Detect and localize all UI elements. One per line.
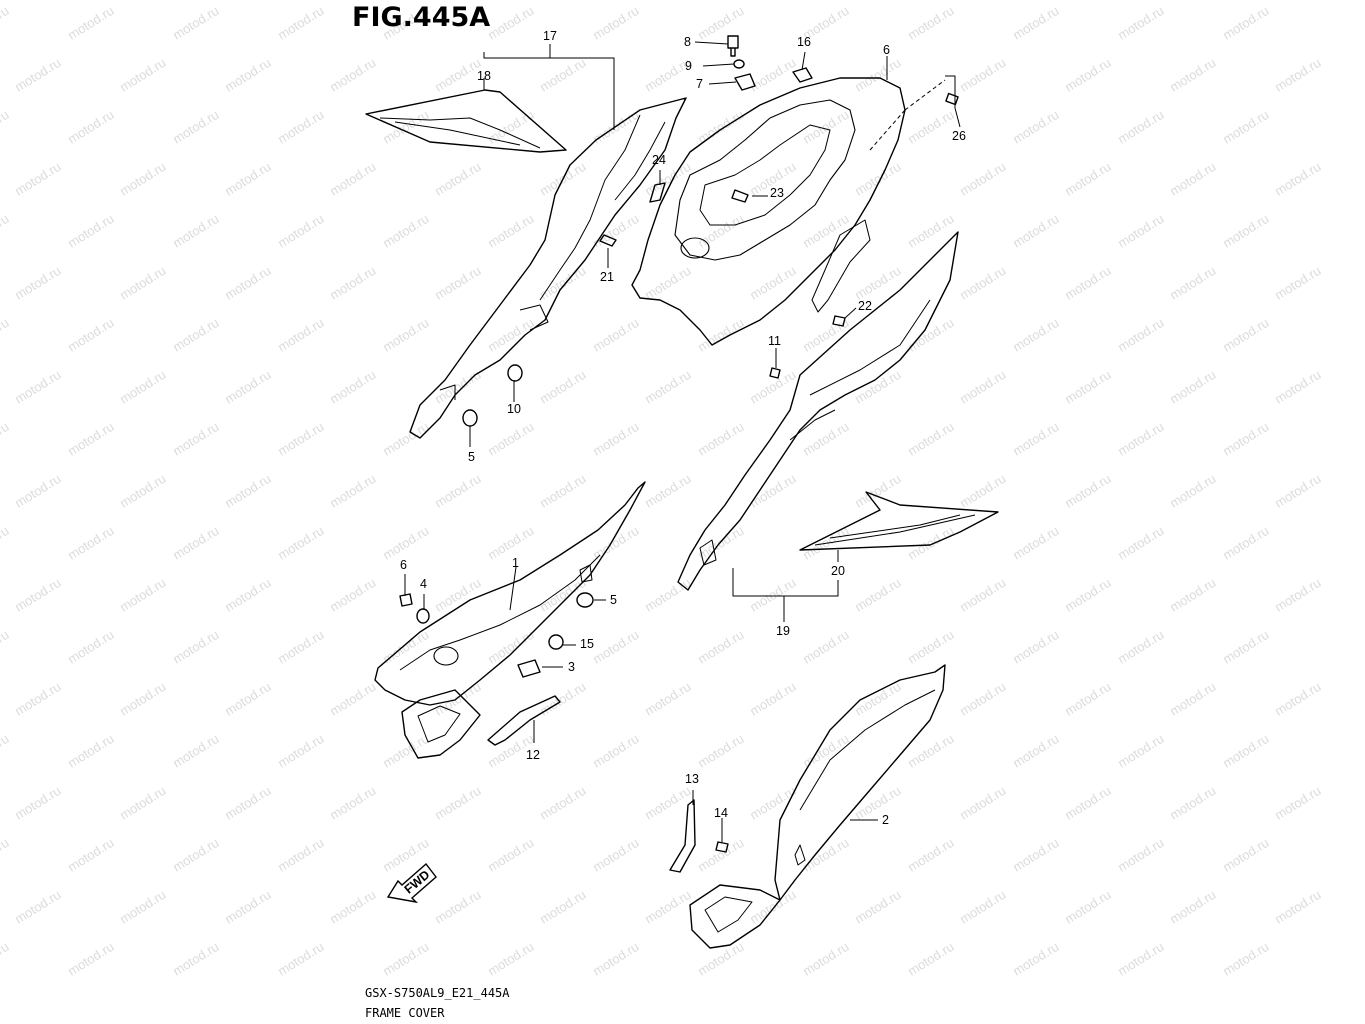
part-21-stripe	[799, 491, 999, 551]
callout-11: 10	[507, 402, 521, 416]
part-3-pad	[517, 659, 541, 678]
callout-23: 22	[858, 299, 872, 313]
part-6-bolt	[399, 593, 413, 607]
part-8-grommet	[734, 73, 756, 91]
callout-26: 26	[952, 129, 966, 143]
part-4-grommet	[416, 608, 430, 624]
part-26-pad	[945, 92, 959, 106]
callout-24: 23	[770, 186, 784, 200]
callout-3: 3	[568, 660, 575, 674]
part-19-stripe	[365, 89, 567, 153]
callout-10: 9	[685, 59, 692, 73]
part-24-screw	[731, 189, 749, 203]
callout-2: 2	[882, 813, 889, 827]
model-code: GSX-S750AL9_E21_445A	[365, 986, 510, 1000]
part-18-left-cover	[409, 97, 687, 439]
callout-5b: 5	[610, 593, 617, 607]
callout-25: 24	[652, 153, 666, 167]
fwd-arrow-icon: FWD	[386, 862, 437, 904]
part-20-right-cover	[677, 231, 959, 591]
part-1-end-piece	[401, 689, 481, 759]
section-name: FRAME COVER	[365, 1006, 445, 1020]
part-9-bolt	[727, 35, 739, 57]
part-2-end-piece	[689, 884, 781, 949]
callout-17: 16	[797, 35, 811, 49]
part-5-grommet-a	[462, 409, 478, 427]
part-10-washer	[733, 59, 745, 69]
callout-14: 13	[685, 772, 699, 786]
part-11-grommet	[507, 364, 523, 382]
part-7-seat-cowl	[631, 77, 906, 346]
callout-labels: 17 18 8 9 7 16 6 26 24 23 21 22 11 10 5 …	[400, 29, 966, 827]
callout-19: 18	[477, 69, 491, 83]
part-1-frame-cover	[374, 481, 646, 706]
part-17-grommet	[792, 67, 813, 83]
part-12-screw	[769, 367, 781, 379]
callout-7: 6	[883, 43, 890, 57]
callout-16: 15	[580, 637, 594, 651]
part-13-bracket	[487, 695, 561, 746]
callout-21: 20	[831, 564, 845, 578]
callout-5a: 5	[468, 450, 475, 464]
callout-8: 7	[696, 77, 703, 91]
callout-1: 1	[512, 556, 519, 570]
callout-9: 8	[684, 35, 691, 49]
callout-22: 21	[600, 270, 614, 284]
callout-4: 4	[420, 577, 427, 591]
part-25-label	[649, 182, 666, 203]
part-23-screw	[832, 315, 846, 327]
part-22-clip	[599, 234, 617, 247]
callout-18: 17	[543, 29, 557, 43]
callout-20: 19	[776, 624, 790, 638]
part-5-grommet-b	[576, 592, 594, 608]
part-14-bracket	[669, 799, 696, 873]
figure-title: FIG.445A	[352, 2, 491, 33]
callout-12: 11	[768, 334, 781, 348]
callout-15: 14	[714, 806, 728, 820]
part-15-screw	[715, 841, 729, 853]
part-16-grommet	[548, 634, 564, 650]
callout-13: 12	[526, 748, 540, 762]
callout-6-label: 6	[400, 558, 407, 572]
part-2-frame-cover	[774, 664, 946, 901]
